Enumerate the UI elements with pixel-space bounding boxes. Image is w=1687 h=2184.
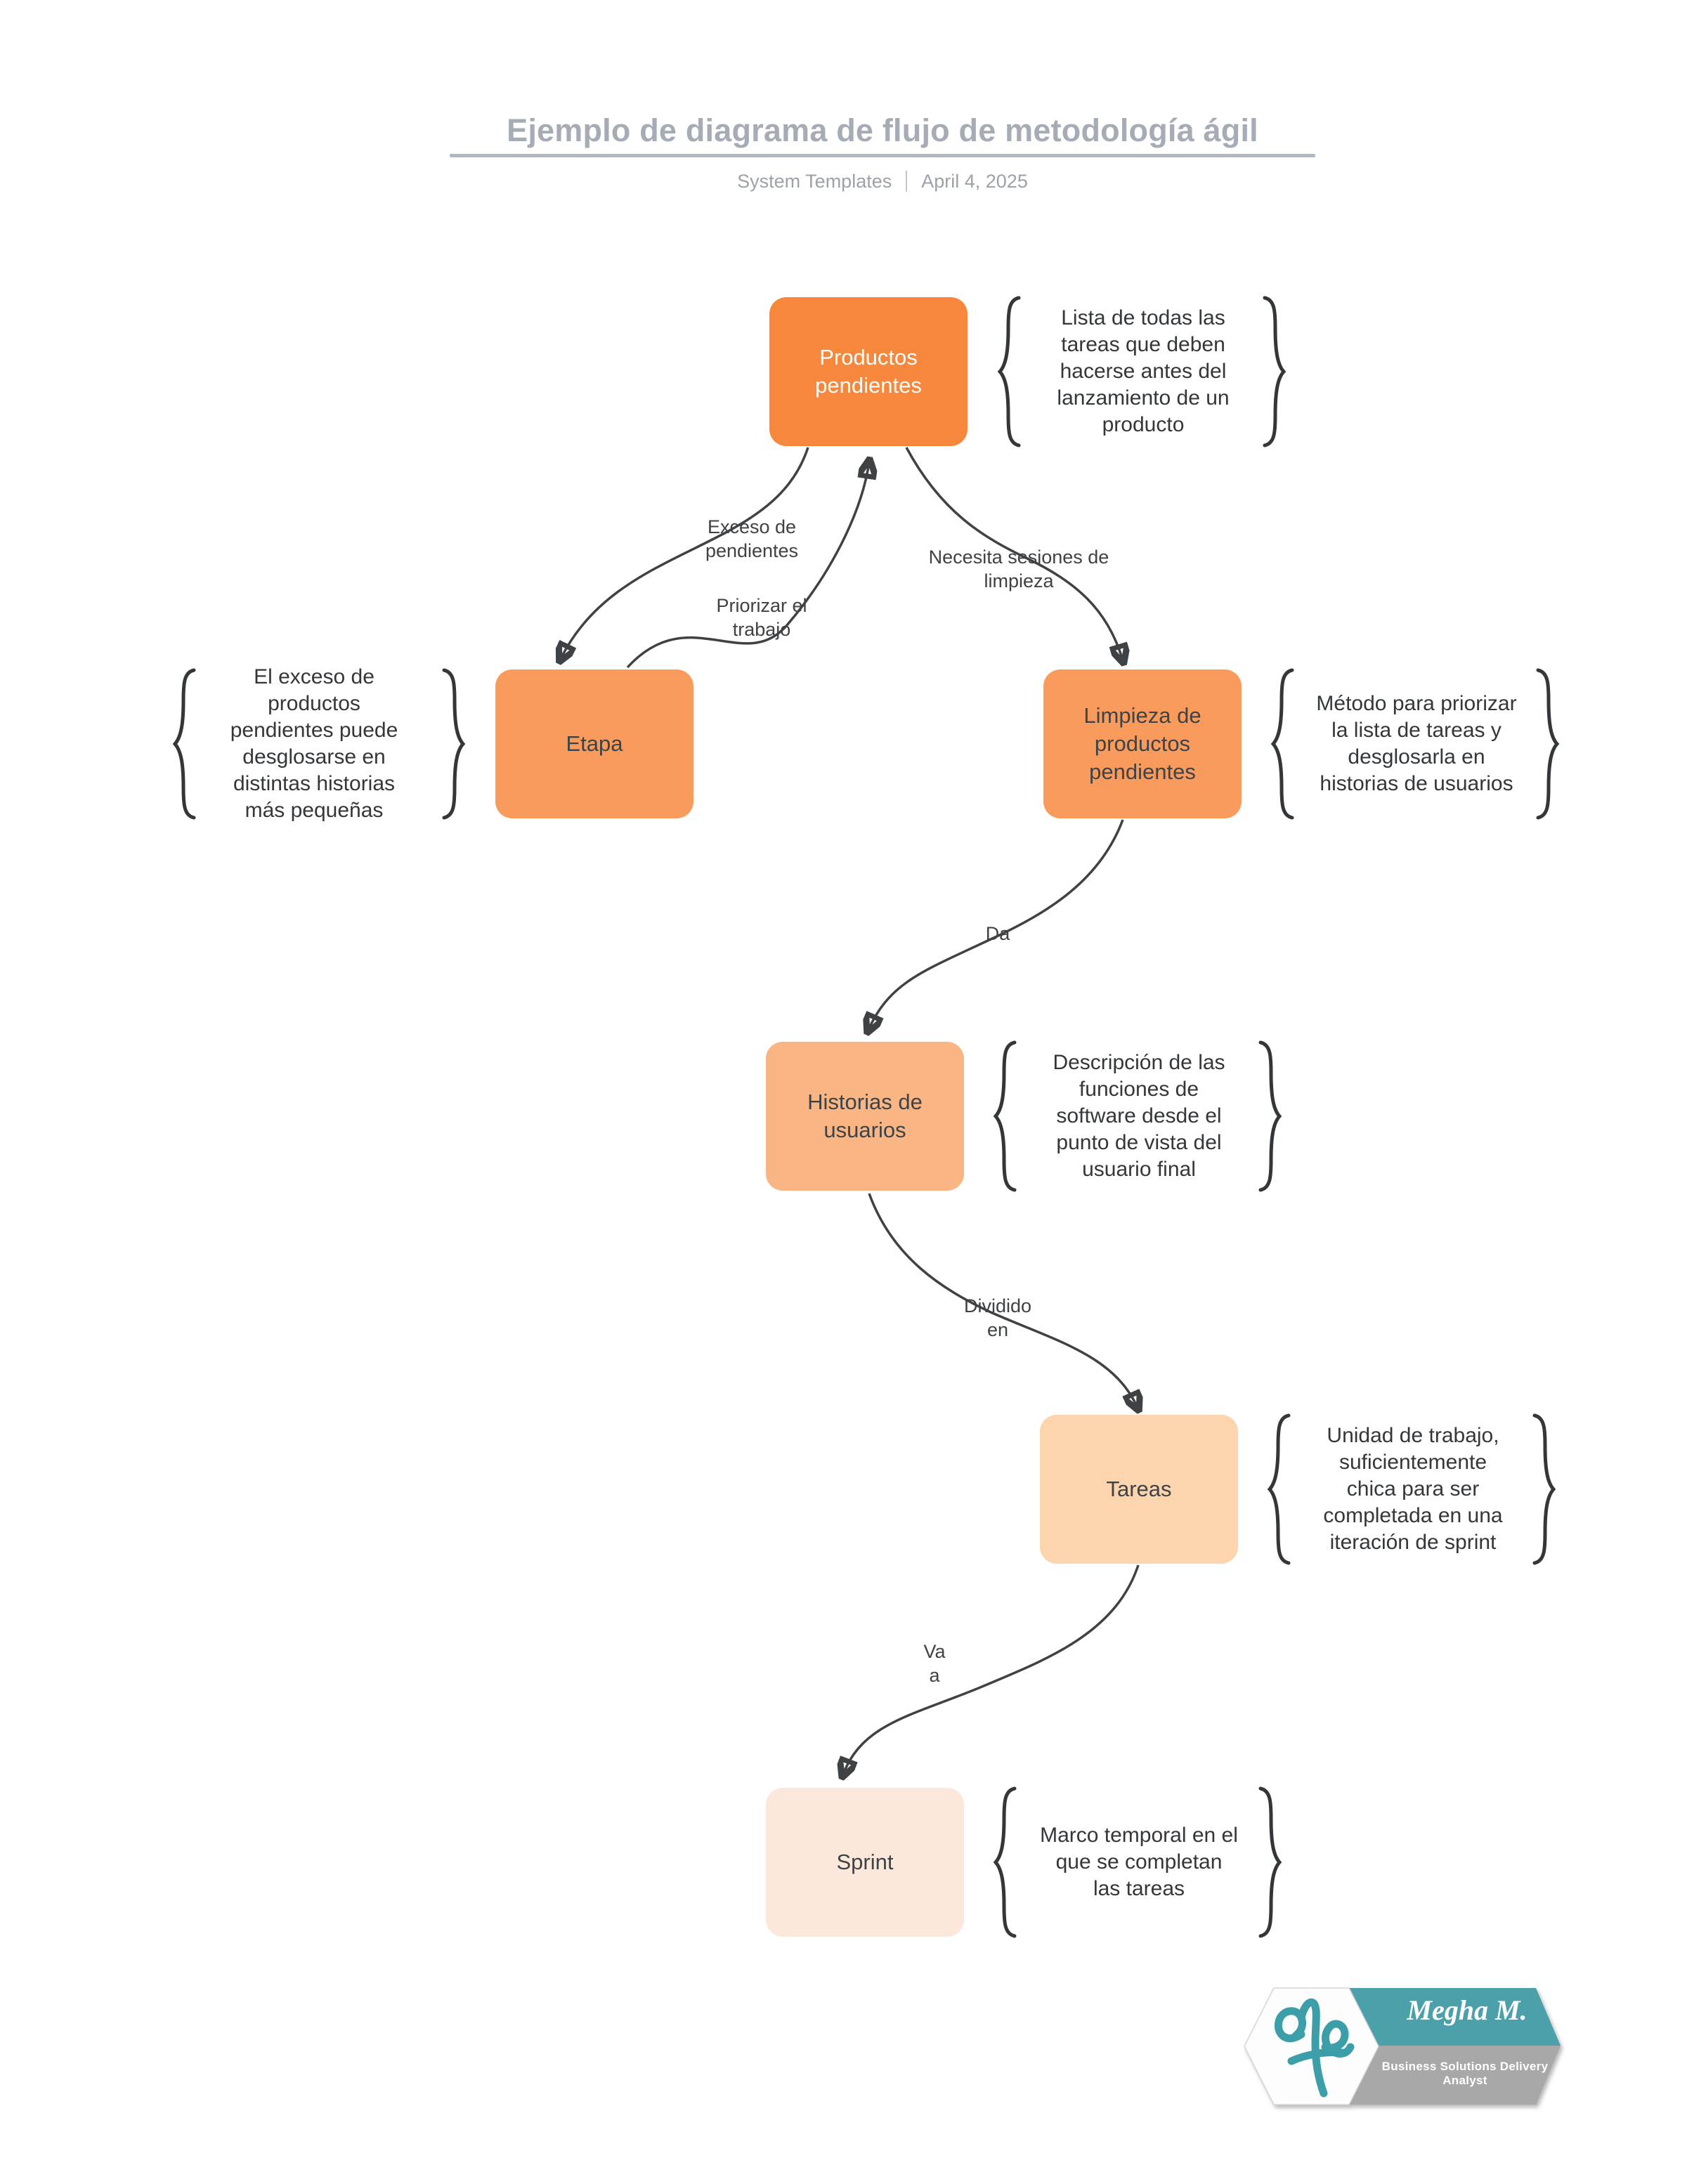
arrow-productos-to-etapa — [561, 447, 809, 659]
subtitle: System Templates April 4, 2025 — [450, 167, 1315, 195]
arrow-etapa-to-productos — [626, 462, 869, 669]
annotation-etapa: El exceso de productos pendientes puede … — [230, 665, 398, 822]
curly-brace-right-icon — [1536, 668, 1560, 820]
curly-brace-left-icon — [993, 1786, 1017, 1938]
annotation-sprint: Marco temporal en el que se completan la… — [1040, 1824, 1238, 1900]
subtitle-divider — [906, 171, 908, 192]
arrow-limpieza-to-historias — [868, 819, 1124, 1030]
edge-label-da: Da — [985, 923, 1010, 944]
curly-brace-right-icon — [1258, 1786, 1282, 1938]
flow-node-limpieza-de-productos-pendientes[interactable]: Limpieza de productos pendientes — [1043, 669, 1242, 818]
curly-brace-left-icon — [1267, 1413, 1291, 1565]
annotation-limpieza: Método para priorizar la lista de tareas… — [1316, 692, 1517, 795]
node-label-line: Historias de — [807, 1090, 923, 1114]
edge-label-exceso-de-pendientes: Exceso de pendientes — [705, 516, 799, 561]
arrow-tareas-to-sprint — [843, 1564, 1140, 1774]
node-label-line: pendientes — [1089, 759, 1196, 784]
title-underline — [450, 154, 1315, 157]
node-label-line: productos — [1094, 731, 1191, 756]
curly-brace-right-icon — [1258, 1040, 1282, 1192]
flow-node-historias-de-usuarios[interactable]: Historias de usuarios — [766, 1042, 964, 1191]
node-label-line: Limpieza de — [1083, 703, 1201, 728]
node-label-line: Etapa — [566, 731, 623, 756]
annotation-historias: Descripción de las funciones de software… — [1053, 1051, 1225, 1181]
byline: System Templates — [737, 170, 892, 192]
curly-brace-right-icon — [1532, 1413, 1556, 1565]
node-label-line: usuarios — [823, 1118, 906, 1142]
node-label-line: Tareas — [1106, 1477, 1172, 1501]
megha-logo — [1244, 1987, 1561, 2105]
node-label-line: pendientes — [815, 373, 922, 398]
node-label-line: Sprint — [836, 1850, 894, 1874]
logo-name: Megha M. — [1407, 1994, 1528, 2026]
flow-node-sprint[interactable]: Sprint — [766, 1788, 964, 1937]
curly-brace-left-icon — [997, 296, 1021, 447]
edge-label-necesita-sesiones: Necesita sesiones de limpieza — [928, 547, 1109, 591]
annotation-tareas: Unidad de trabajo, suficientemente chica… — [1323, 1424, 1503, 1554]
curly-brace-left-icon — [172, 668, 196, 820]
arrow-historias-to-tareas — [868, 1193, 1138, 1408]
date: April 4, 2025 — [921, 170, 1028, 192]
curly-brace-left-icon — [1270, 668, 1294, 820]
curly-brace-left-icon — [993, 1040, 1017, 1192]
monogram-icon — [1274, 1998, 1355, 2098]
edge-label-dividido-en: Dividido en — [963, 1295, 1032, 1340]
logo-tagline: Business Solutions Delivery Analyst — [1381, 2060, 1549, 2087]
annotation-productos-pendientes: Lista de todas las tareas que deben hace… — [1057, 306, 1230, 436]
logo-teal-banner — [1348, 1988, 1561, 2046]
flow-node-tareas[interactable]: Tareas — [1040, 1415, 1238, 1564]
flow-node-etapa[interactable]: Etapa — [495, 669, 693, 818]
page-title: Ejemplo de diagrama de flujo de metodolo… — [507, 112, 1258, 148]
logo-gray-banner — [1348, 2046, 1561, 2105]
flow-node-productos-pendientes[interactable]: Productos pendientes — [769, 297, 968, 446]
node-label-line: Productos — [819, 345, 918, 370]
edge-label-va-a: Va a — [923, 1641, 946, 1686]
curly-brace-right-icon — [1263, 296, 1287, 447]
edge-label-priorizar-el-trabajo: Priorizar el trabajo — [716, 595, 807, 640]
arrow-productos-to-limpieza — [905, 447, 1123, 660]
curly-brace-right-icon — [442, 668, 466, 820]
